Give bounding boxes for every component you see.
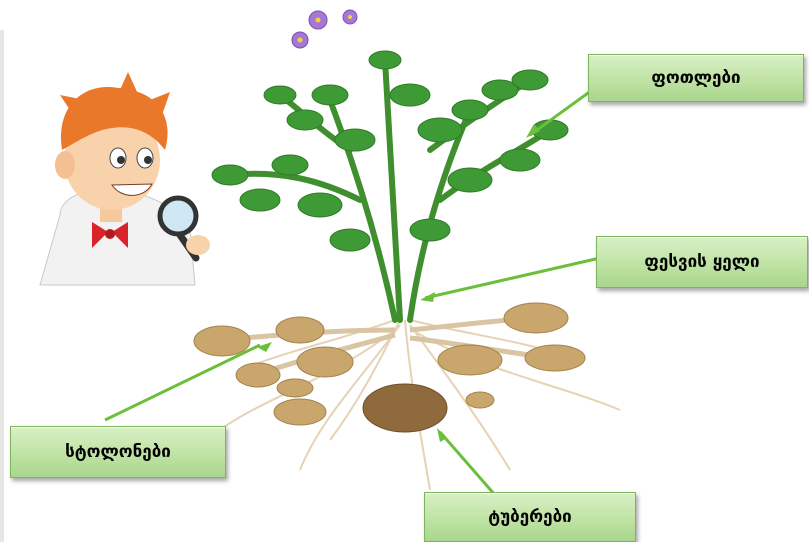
- label-root-collar: ფესვის ყელი: [596, 236, 808, 288]
- pointer-stolons: [105, 345, 260, 420]
- pointer-root-collar: [425, 258, 600, 298]
- label-tubers: ტუბერები: [424, 492, 636, 542]
- potato-plant-icon: [194, 10, 620, 490]
- label-stolons: სტოლონები: [10, 426, 226, 478]
- label-leaves: ფოთლები: [588, 54, 804, 102]
- pointer-tubers: [440, 432, 495, 495]
- boy-with-magnifier-icon: [40, 72, 210, 285]
